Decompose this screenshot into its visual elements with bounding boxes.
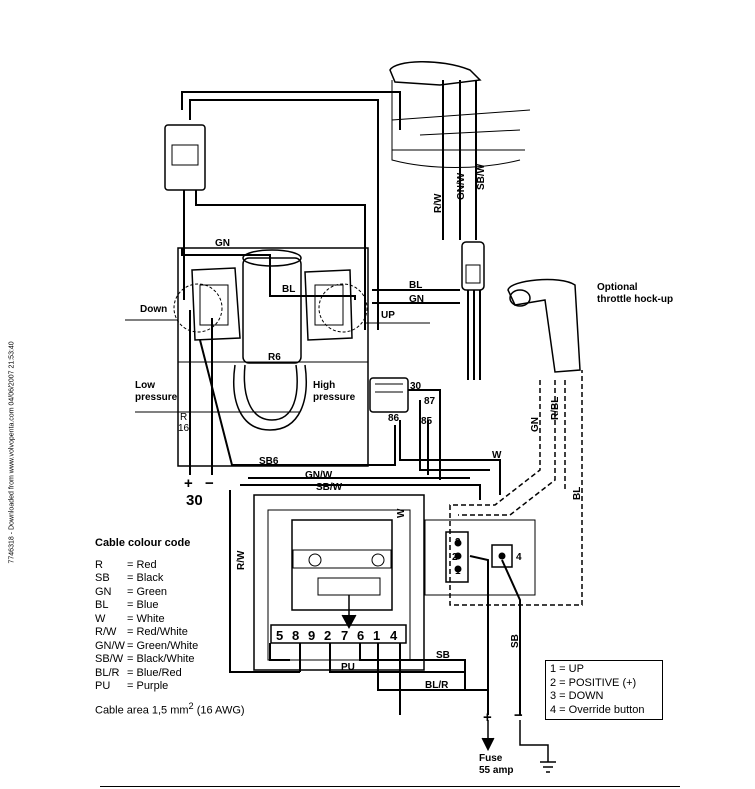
label-down: Down xyxy=(140,304,167,315)
label-sb-lower: SB xyxy=(436,650,450,661)
label-up: UP xyxy=(381,310,395,321)
label-gn-right: GN xyxy=(409,294,424,305)
label-r6: R6 xyxy=(268,352,281,363)
control-unit-frame xyxy=(253,494,425,671)
relay-86: 86 xyxy=(388,413,400,424)
terminal-strip xyxy=(270,624,407,644)
label-sb6: SB6 xyxy=(259,456,279,467)
cable-area: Cable area 1,5 mm2 (16 AWG) xyxy=(95,700,245,717)
terminal-label: 4 xyxy=(390,628,398,643)
label-w-vert: W xyxy=(396,508,407,518)
legend-row: GN= Green xyxy=(95,585,168,598)
key-row: 2 = POSITIVE (+) xyxy=(550,676,637,689)
top-wire-loop xyxy=(181,91,401,130)
key-row: 3 = DOWN xyxy=(550,690,604,702)
control-unit-inner xyxy=(267,509,411,661)
override-button-block xyxy=(491,544,513,568)
label-optional: Optional xyxy=(597,282,638,293)
label-30: 30 xyxy=(186,492,203,509)
legend-row: W= White xyxy=(95,612,165,625)
top-connector xyxy=(164,124,206,191)
label-gn-vert: GN xyxy=(530,417,541,432)
fuse-plus: + xyxy=(483,709,492,726)
fuse-amp: 55 amp xyxy=(479,765,513,776)
legend-row: GN/W= Green/White xyxy=(95,639,199,652)
label-minus: − xyxy=(205,475,214,492)
switch-box xyxy=(424,519,536,596)
right-valve xyxy=(304,269,353,341)
label-bl-right: BL xyxy=(409,280,422,291)
label-rw-left: R/W xyxy=(236,550,247,570)
cable-colour-legend: Cable colour code R= Red SB= Black GN= G… xyxy=(95,537,245,718)
label-bl-vert: BL xyxy=(572,487,583,500)
switch-1: 1 xyxy=(455,566,461,577)
switch-block xyxy=(445,531,469,583)
label-sbw-vert: SB/W xyxy=(476,163,487,190)
switch-3: 3 xyxy=(455,537,461,548)
key-row: 4 = Override button xyxy=(550,703,645,716)
pump-cylinder xyxy=(242,257,302,364)
throttle-handle xyxy=(507,278,581,373)
fuse-minus: − xyxy=(514,707,523,724)
legend-row: R= Red xyxy=(95,558,157,571)
switch-4: 4 xyxy=(516,552,522,563)
label-gnw-mid: GN/W xyxy=(305,470,333,481)
terminal-label: 8 xyxy=(292,628,299,643)
relay-87: 87 xyxy=(424,396,436,407)
legend-row: R/W= Red/White xyxy=(95,626,188,638)
label-pu: PU xyxy=(341,662,355,673)
label-rw-vert: R/W xyxy=(433,193,444,213)
terminal-label: 1 xyxy=(373,628,380,643)
left-valve xyxy=(191,267,241,341)
legend-row: BL/R= Blue/Red xyxy=(95,666,182,679)
label-w-right: W xyxy=(492,450,502,461)
label-blr: BL/R xyxy=(425,680,449,691)
label-gnw-vert: GN/W xyxy=(456,172,467,200)
terminal-label: 9 xyxy=(308,628,315,643)
label-gn-top: GN xyxy=(215,238,230,249)
legend-row: BL= Blue xyxy=(95,599,159,611)
label-throttle: throttle hock-up xyxy=(597,294,673,305)
outboard-motor xyxy=(389,61,482,86)
fuse-label: Fuse xyxy=(479,753,503,764)
top-wire-loop-2 xyxy=(189,99,379,330)
terminal-labels: 5 8 9 2 7 6 1 4 xyxy=(276,628,398,643)
terminal-label: 7 xyxy=(341,628,348,643)
legend-title: Cable colour code xyxy=(95,537,191,549)
label-sb-vert: SB xyxy=(510,634,521,648)
legend-row: PU= Purple xyxy=(95,680,169,692)
key-row: 1 = UP xyxy=(550,663,584,675)
switch-key: 1 = UP 2 = POSITIVE (+) 3 = DOWN 4 = Ove… xyxy=(545,660,663,720)
label-plus: + xyxy=(184,475,193,492)
relay-30: 30 xyxy=(410,381,422,392)
terminal-label: 2 xyxy=(324,628,331,643)
label-sbw-mid: SB/W xyxy=(316,482,343,493)
label-rbl-vert: R/BL xyxy=(550,397,561,420)
legend-row: SB/W= Black/White xyxy=(95,653,195,665)
switch-2: 2 xyxy=(452,552,458,563)
legend-row: SB= Black xyxy=(95,572,164,584)
bottom-rule xyxy=(100,786,680,787)
relay-85: 85 xyxy=(421,416,433,427)
label-bl-pump: BL xyxy=(282,284,295,295)
terminal-label: 6 xyxy=(357,628,364,643)
terminal-label: 5 xyxy=(276,628,283,643)
relay xyxy=(369,377,409,413)
